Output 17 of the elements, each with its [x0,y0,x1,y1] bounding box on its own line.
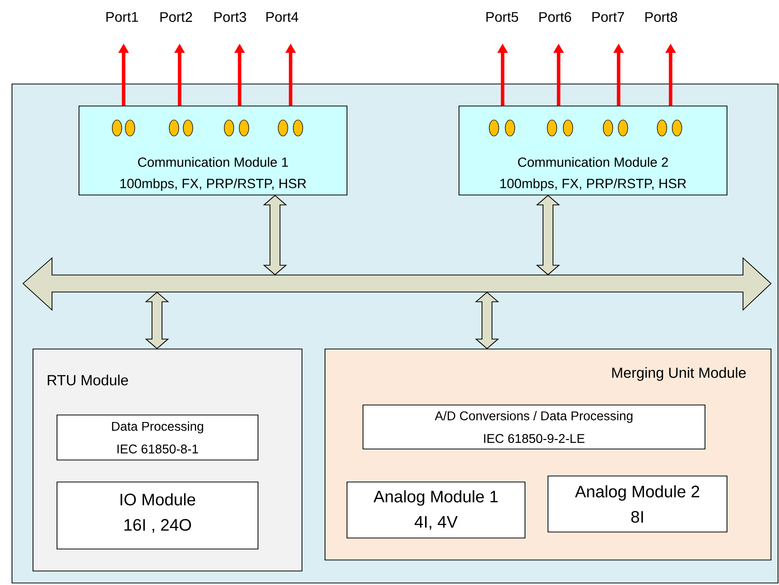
port-label: Port7 [592,12,624,22]
port-label: Port3 [214,12,246,22]
double-arrow [144,292,170,350]
port-label: Port4 [266,12,298,22]
module-box: Communication Module 1 100mbps, FX, PRP/RSTP, HSR [78,106,348,196]
port-label: Port8 [645,12,678,22]
function-box: Data Processing IEC 61850-8-1 [56,414,258,460]
port-label: Port1 [106,12,138,22]
function-box: Analog Module 2 8I [548,476,728,532]
double-arrow [474,292,500,350]
port-label: Port6 [539,12,572,22]
port-label: Port2 [160,12,192,22]
function-box: Analog Module 1 4I, 4V [346,482,526,538]
port-label: Port5 [486,12,518,22]
module-box: Communication Module 2 100mbps, FX, PRP/RSTP, HSR [458,106,728,196]
function-box: A/D Conversions / Data Processing IEC 61850-9-2-LE [362,404,706,450]
function-box: IO Module 16I , 24O [56,482,258,550]
